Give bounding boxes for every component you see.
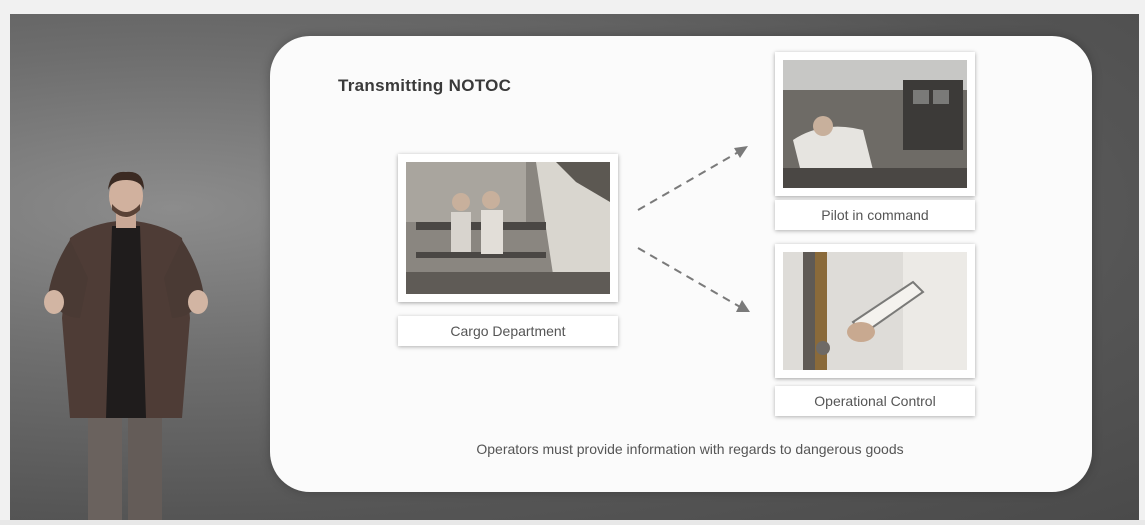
right-border <box>1139 0 1145 520</box>
operational-control-label: Operational Control <box>775 386 975 416</box>
cargo-department-photo <box>398 154 618 302</box>
pilot-in-command-label: Pilot in command <box>775 200 975 230</box>
presenter <box>40 168 215 520</box>
slide-title: Transmitting NOTOC <box>338 76 512 95</box>
flow-arrows <box>637 146 750 312</box>
slide-footer: Operators must provide information with … <box>476 441 904 457</box>
operational-control-photo <box>775 244 975 378</box>
slide-card: Transmitting NOTOC Cargo Department <box>270 36 1092 492</box>
top-border <box>0 0 1145 14</box>
arrow-down-head <box>736 300 750 312</box>
arrow-up-head <box>734 146 748 158</box>
cargo-department-label: Cargo Department <box>398 316 618 346</box>
left-border <box>0 0 10 520</box>
pilot-in-command-photo <box>775 52 975 196</box>
